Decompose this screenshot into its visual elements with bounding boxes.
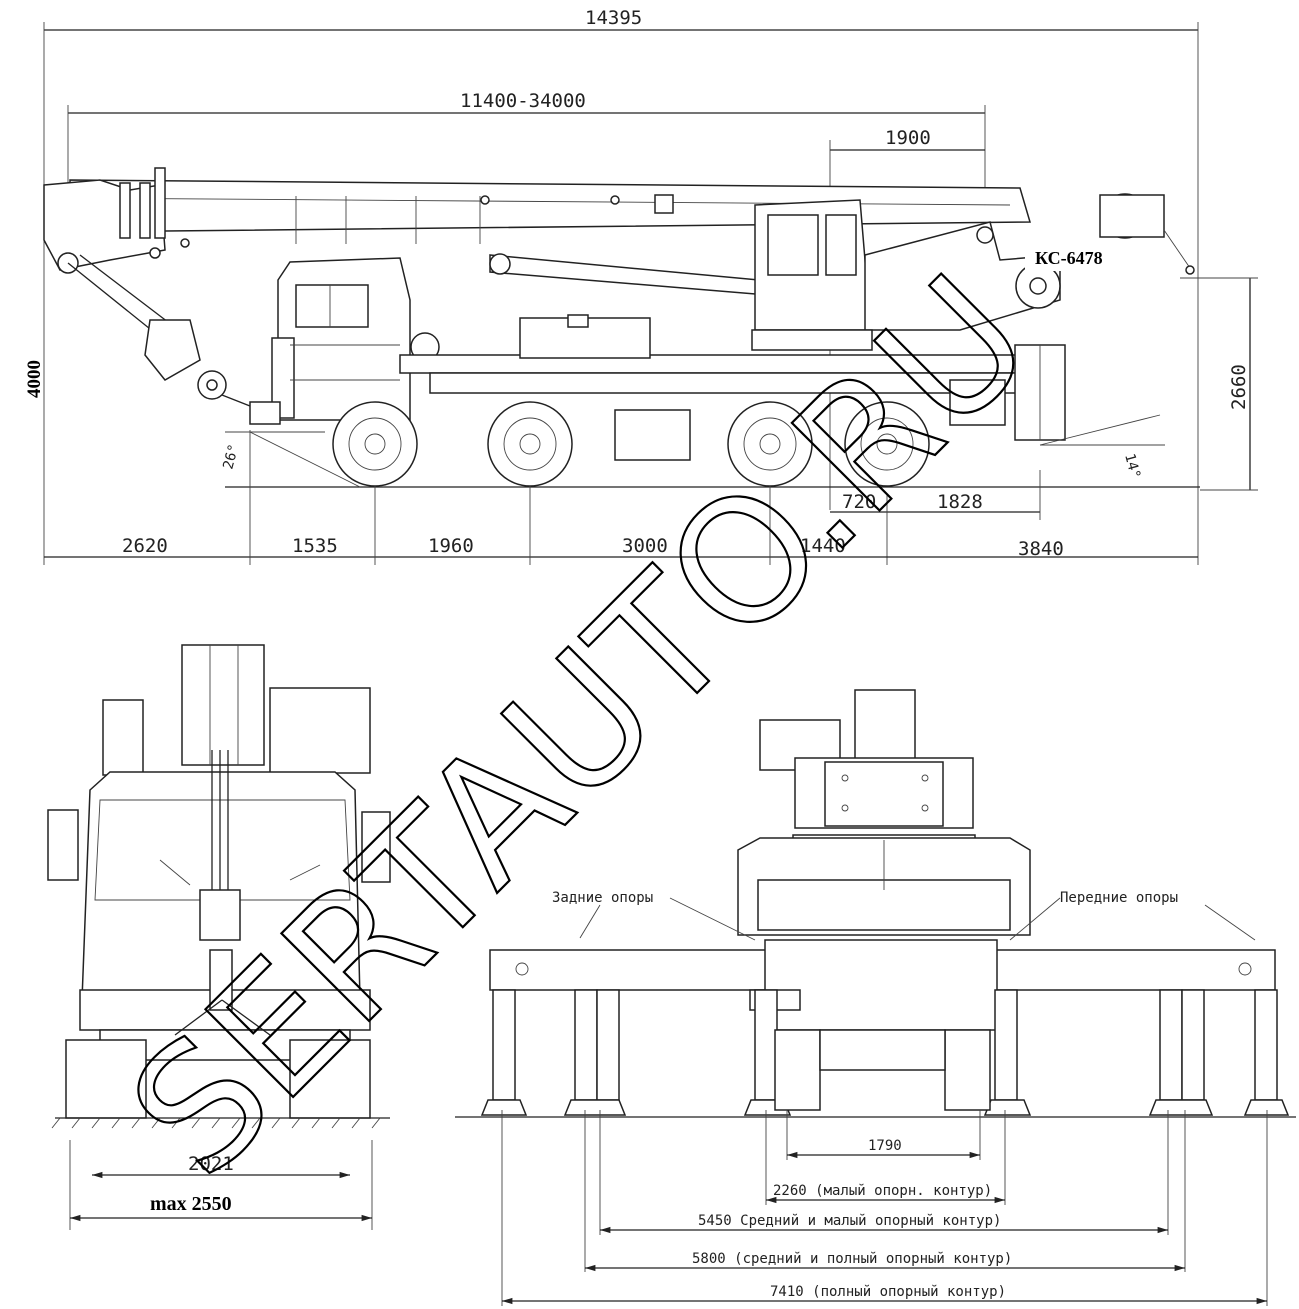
height-2660-label: 2660 — [1228, 364, 1250, 410]
max-width-label: max 2550 — [150, 1193, 232, 1215]
dim-5450-label: 5450 Средний и малый опорный контур) — [698, 1213, 1001, 1229]
bottom-dim-5: 1440 — [800, 535, 846, 557]
overall-length-label: 14395 — [585, 7, 642, 29]
crane-superstructure — [751, 193, 1195, 351]
dim-2260-label: 2260 (малый опорн. контур) — [773, 1183, 992, 1199]
rear-view: Задние опоры Передние опоры 1790 2260 (м… — [455, 689, 1296, 1306]
model-label: КС-6478 — [1035, 248, 1103, 268]
dim-1828-label: 1828 — [937, 491, 983, 513]
hook-block — [67, 254, 256, 409]
dim-720-label: 720 — [842, 491, 876, 513]
front-supports-label: Передние опоры — [1060, 890, 1178, 906]
angle-front-label: 26° — [220, 442, 242, 471]
wheel-1 — [332, 401, 418, 487]
boom-length-label: 11400-34000 — [460, 90, 586, 112]
dim-1900-label: 1900 — [885, 127, 931, 149]
wheel-2 — [487, 401, 573, 487]
side-view: 14395 11400-34000 1900 — [43, 7, 1258, 565]
truck-cab — [271, 257, 440, 421]
outrigger-beam-left — [489, 949, 771, 991]
bottom-dim-3: 1960 — [428, 535, 474, 557]
bottom-dim-1: 2620 — [122, 535, 168, 557]
dim-1790-label: 1790 — [868, 1138, 902, 1154]
dim-5800-label: 5800 (средний и полный опорный контур) — [692, 1251, 1012, 1267]
dim-7410-label: 7410 (полный опорный контур) — [770, 1284, 1006, 1300]
width-2021-label: 2021 — [188, 1153, 234, 1175]
lift-cylinder — [489, 254, 781, 297]
outrigger-beam-right — [994, 949, 1276, 991]
chassis — [249, 314, 1066, 461]
front-view: 2021 max 2550 — [47, 644, 391, 1230]
bottom-dim-2: 1535 — [292, 535, 338, 557]
height-4000-label: 4000 — [24, 360, 45, 398]
wheel-4 — [844, 401, 930, 487]
rear-supports-label: Задние опоры — [552, 890, 653, 906]
angle-rear-label: 14° — [1121, 452, 1143, 481]
bottom-dim-6: 3840 — [1018, 538, 1064, 560]
wheels — [332, 401, 930, 487]
bottom-dim-4: 3000 — [622, 535, 668, 557]
